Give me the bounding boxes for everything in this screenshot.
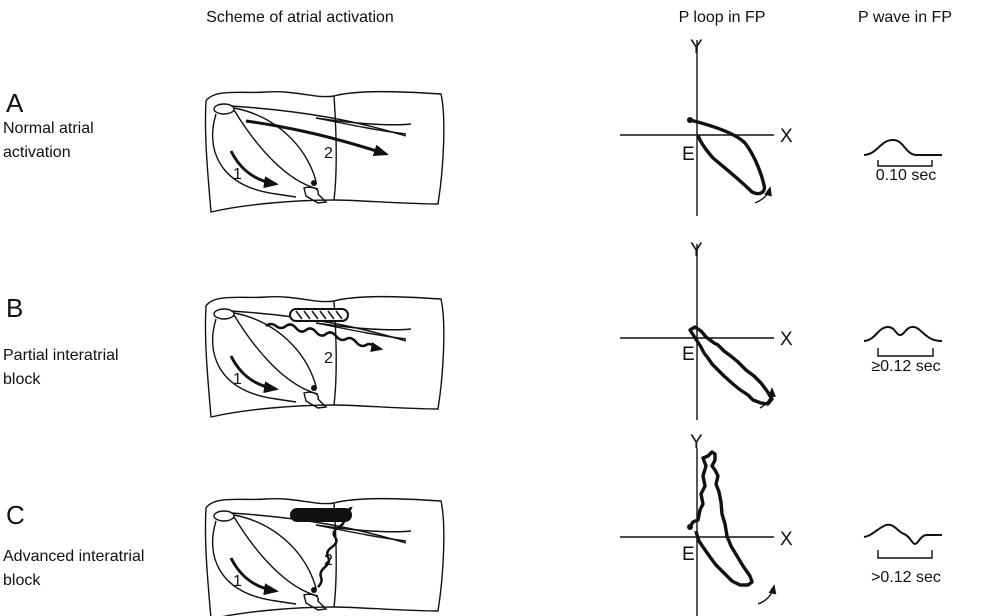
row-description-line1: Normal atrial bbox=[3, 120, 94, 137]
x-axis-label: X bbox=[780, 329, 793, 350]
p-loop: Y X E bbox=[620, 37, 793, 216]
row-description-line2: block bbox=[3, 371, 41, 388]
row-b: B Partial interatrial block Y X E ≥0.12 … bbox=[3, 240, 943, 420]
p-wave: 0.10 sec bbox=[863, 138, 942, 184]
row-description-line2: activation bbox=[3, 144, 71, 161]
y-axis-label: Y bbox=[690, 37, 703, 58]
e-label: E bbox=[682, 144, 695, 165]
e-label: E bbox=[682, 544, 695, 565]
row-description-line1: Advanced interatrial bbox=[3, 548, 144, 565]
p-wave-duration: ≥0.12 sec bbox=[871, 358, 940, 375]
e-label: E bbox=[682, 344, 695, 365]
p-loop: Y X E bbox=[620, 240, 793, 420]
x-axis-label: X bbox=[780, 529, 793, 550]
row-letter: C bbox=[6, 500, 25, 530]
p-wave-duration: 0.10 sec bbox=[876, 167, 936, 184]
header-p-loop: P loop in FP bbox=[679, 9, 766, 26]
activation-scheme bbox=[205, 297, 443, 417]
p-wave: ≥0.12 sec bbox=[863, 325, 943, 375]
y-axis-label: Y bbox=[690, 432, 703, 453]
header-p-wave: P wave in FP bbox=[858, 9, 952, 26]
row-letter: B bbox=[6, 293, 23, 323]
row-letter: A bbox=[6, 88, 24, 118]
p-loop: Y X E bbox=[620, 432, 793, 616]
row-description-line2: block bbox=[3, 572, 41, 589]
row-description-line1: Partial interatrial bbox=[3, 347, 119, 364]
y-axis-label: Y bbox=[690, 240, 703, 261]
p-wave: >0.12 sec bbox=[863, 523, 942, 586]
row-a: A Normal atrial activation Y X E 0.10 se… bbox=[3, 37, 942, 216]
header-scheme: Scheme of atrial activation bbox=[206, 9, 394, 26]
activation-scheme bbox=[205, 499, 443, 616]
p-wave-duration: >0.12 sec bbox=[871, 569, 941, 586]
activation-scheme bbox=[205, 92, 443, 212]
x-axis-label: X bbox=[780, 126, 793, 147]
row-c: C Advanced interatrial block Y X E >0.12… bbox=[3, 432, 942, 616]
